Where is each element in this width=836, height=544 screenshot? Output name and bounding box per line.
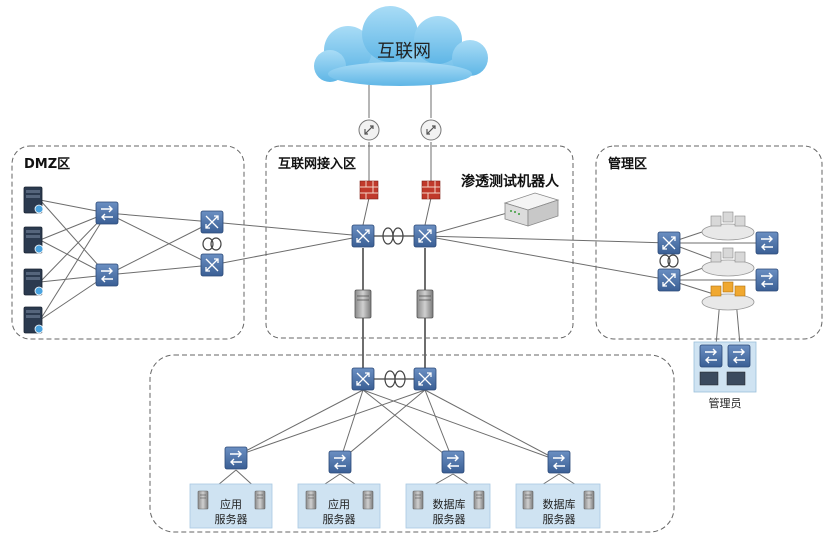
stack-link-icon bbox=[374, 227, 414, 245]
internet-cloud-icon bbox=[314, 6, 488, 86]
access-core-switch-icon[interactable] bbox=[351, 224, 375, 248]
db-server-group[interactable]: 数据库 服务器 bbox=[405, 483, 491, 529]
mgmt-core-switch-icon[interactable] bbox=[657, 231, 681, 255]
server-group-label-line1: 应用 bbox=[220, 497, 242, 511]
app-server-group[interactable]: 应用 服务器 bbox=[189, 483, 273, 529]
server-cluster-icon[interactable] bbox=[701, 281, 755, 311]
server-group-label-line2: 服务器 bbox=[543, 513, 576, 526]
dmz-server-icon[interactable] bbox=[23, 226, 44, 254]
server-group-label-line2: 服务器 bbox=[433, 513, 466, 526]
app-server-group[interactable]: 应用 服务器 bbox=[297, 483, 381, 529]
dmz-core-switch-icon[interactable] bbox=[200, 210, 224, 234]
dmz-zone-label: DMZ区 bbox=[24, 157, 70, 172]
access-switch-icon[interactable] bbox=[224, 446, 248, 470]
server-group-label-line1: 应用 bbox=[328, 497, 350, 511]
admin-workstation-icon[interactable] bbox=[693, 341, 757, 393]
mgmt-switch-icon[interactable] bbox=[755, 231, 779, 255]
db-server-group[interactable]: 数据库 服务器 bbox=[515, 483, 601, 529]
dmz-zone bbox=[11, 145, 245, 340]
server-group-label-line2: 服务器 bbox=[323, 513, 356, 526]
server-core-switch-icon[interactable] bbox=[351, 367, 375, 391]
access-zone-label: 互联网接入区 bbox=[278, 156, 356, 172]
edge-router-icon[interactable] bbox=[358, 119, 380, 141]
access-zone bbox=[265, 145, 574, 339]
mgmt-switch-icon[interactable] bbox=[755, 268, 779, 292]
stack-link-icon bbox=[374, 370, 414, 388]
server-group-label-line1: 数据库 bbox=[433, 497, 466, 511]
mgmt-zone-label: 管理区 bbox=[608, 156, 647, 172]
dmz-server-icon[interactable] bbox=[23, 268, 44, 296]
edge-router-icon[interactable] bbox=[420, 119, 442, 141]
server-zone bbox=[149, 354, 675, 533]
dmz-switch-icon[interactable] bbox=[95, 201, 119, 225]
dmz-core-switch-icon[interactable] bbox=[200, 253, 224, 277]
mgmt-zone bbox=[595, 145, 823, 340]
server-group-label-line2: 服务器 bbox=[215, 513, 248, 526]
access-switch-icon[interactable] bbox=[441, 450, 465, 474]
admin-label: 管理员 bbox=[709, 396, 742, 410]
server-cluster-icon[interactable] bbox=[701, 247, 755, 277]
server-cluster-icon[interactable] bbox=[701, 211, 755, 241]
dmz-switch-icon[interactable] bbox=[95, 263, 119, 287]
pentest-robot-icon[interactable] bbox=[503, 192, 560, 227]
server-core-switch-icon[interactable] bbox=[413, 367, 437, 391]
stack-link-icon bbox=[202, 237, 222, 251]
dmz-server-icon[interactable] bbox=[23, 306, 44, 334]
dmz-server-icon[interactable] bbox=[23, 186, 44, 214]
server-icon[interactable] bbox=[416, 289, 434, 319]
server-group-label-line1: 数据库 bbox=[543, 497, 576, 511]
firewall-icon[interactable] bbox=[421, 180, 441, 200]
mgmt-core-switch-icon[interactable] bbox=[657, 268, 681, 292]
internet-cloud-label: 互联网 bbox=[377, 41, 431, 62]
stack-link-icon bbox=[659, 254, 679, 268]
pentest-robot-label: 渗透测试机器人 bbox=[461, 173, 560, 190]
firewall-icon[interactable] bbox=[359, 180, 379, 200]
access-switch-icon[interactable] bbox=[547, 450, 571, 474]
access-core-switch-icon[interactable] bbox=[413, 224, 437, 248]
server-icon[interactable] bbox=[354, 289, 372, 319]
access-switch-icon[interactable] bbox=[328, 450, 352, 474]
